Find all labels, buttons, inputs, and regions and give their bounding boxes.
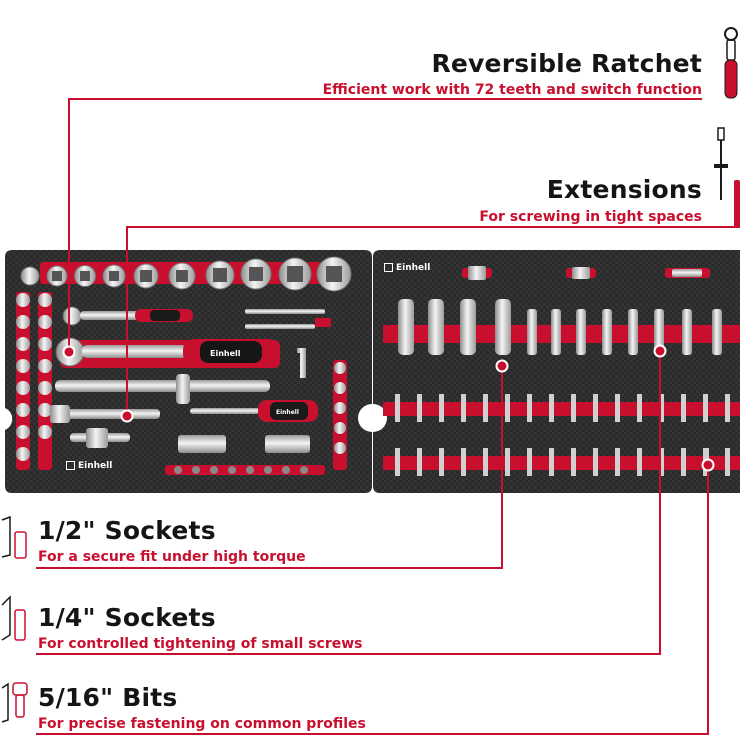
- callout-quarter-inch: [36, 351, 661, 655]
- ratchet-icon: [724, 27, 738, 99]
- quarter-inch-title: 1/4" Sockets: [38, 603, 216, 632]
- deep-socket-row: [383, 299, 740, 355]
- left-tray: Einhell Einhell: [5, 250, 372, 493]
- callout-bits: [36, 463, 709, 735]
- quarter-inch-socket-column: [16, 292, 52, 470]
- callout-lines: [36, 98, 740, 735]
- callout-half-inch: [36, 366, 503, 569]
- extensions-title: Extensions: [546, 175, 702, 204]
- brand-logo-right: Einhell: [384, 263, 430, 273]
- ratchet-title: Reversible Ratchet: [431, 49, 702, 78]
- right-tray: [373, 250, 740, 493]
- brand-logo-mark: [384, 263, 393, 272]
- socket-icon: [1, 515, 27, 641]
- quarter-inch-socket-column-right: [333, 360, 347, 470]
- extensions-subtitle: For screwing in tight spaces: [479, 209, 702, 225]
- ratchet-subtitle: Efficient work with 72 teeth and switch …: [322, 82, 702, 98]
- bit-row-1: [383, 394, 740, 422]
- half-inch-title: 1/2" Sockets: [38, 516, 216, 545]
- callout-dots: [62, 344, 715, 472]
- reversible-ratchet: Einhell: [55, 337, 280, 368]
- callout-ratchet: [68, 98, 702, 350]
- brand-logo-mark: [66, 461, 75, 470]
- brand-name: Einhell: [78, 461, 113, 471]
- half-inch-socket-row: [20, 256, 352, 292]
- bit-holder-row: [165, 465, 325, 475]
- brand-logo-left: Einhell: [66, 461, 112, 471]
- half-inch-subtitle: For a secure fit under high torque: [38, 549, 306, 565]
- extension-bars: [50, 374, 270, 448]
- brand-name: Einhell: [396, 263, 431, 273]
- callout-extensions: [126, 226, 740, 414]
- quarter-inch-subtitle: For controlled tightening of small screw…: [38, 636, 363, 652]
- bits-subtitle: For precise fastening on common profiles: [38, 716, 366, 732]
- svg-text:Einhell: Einhell: [276, 409, 299, 416]
- adapters: [178, 309, 331, 453]
- bit-icon: [1, 682, 28, 723]
- small-ratchet: [62, 306, 193, 326]
- adapter-row: [462, 266, 710, 280]
- bit-driver: Einhell: [190, 400, 318, 422]
- bit-row-2: [383, 448, 740, 476]
- bits-title: 5/16" Bits: [38, 683, 178, 712]
- svg-text:Einhell: Einhell: [210, 349, 241, 358]
- extension-bar-icon: [714, 127, 740, 228]
